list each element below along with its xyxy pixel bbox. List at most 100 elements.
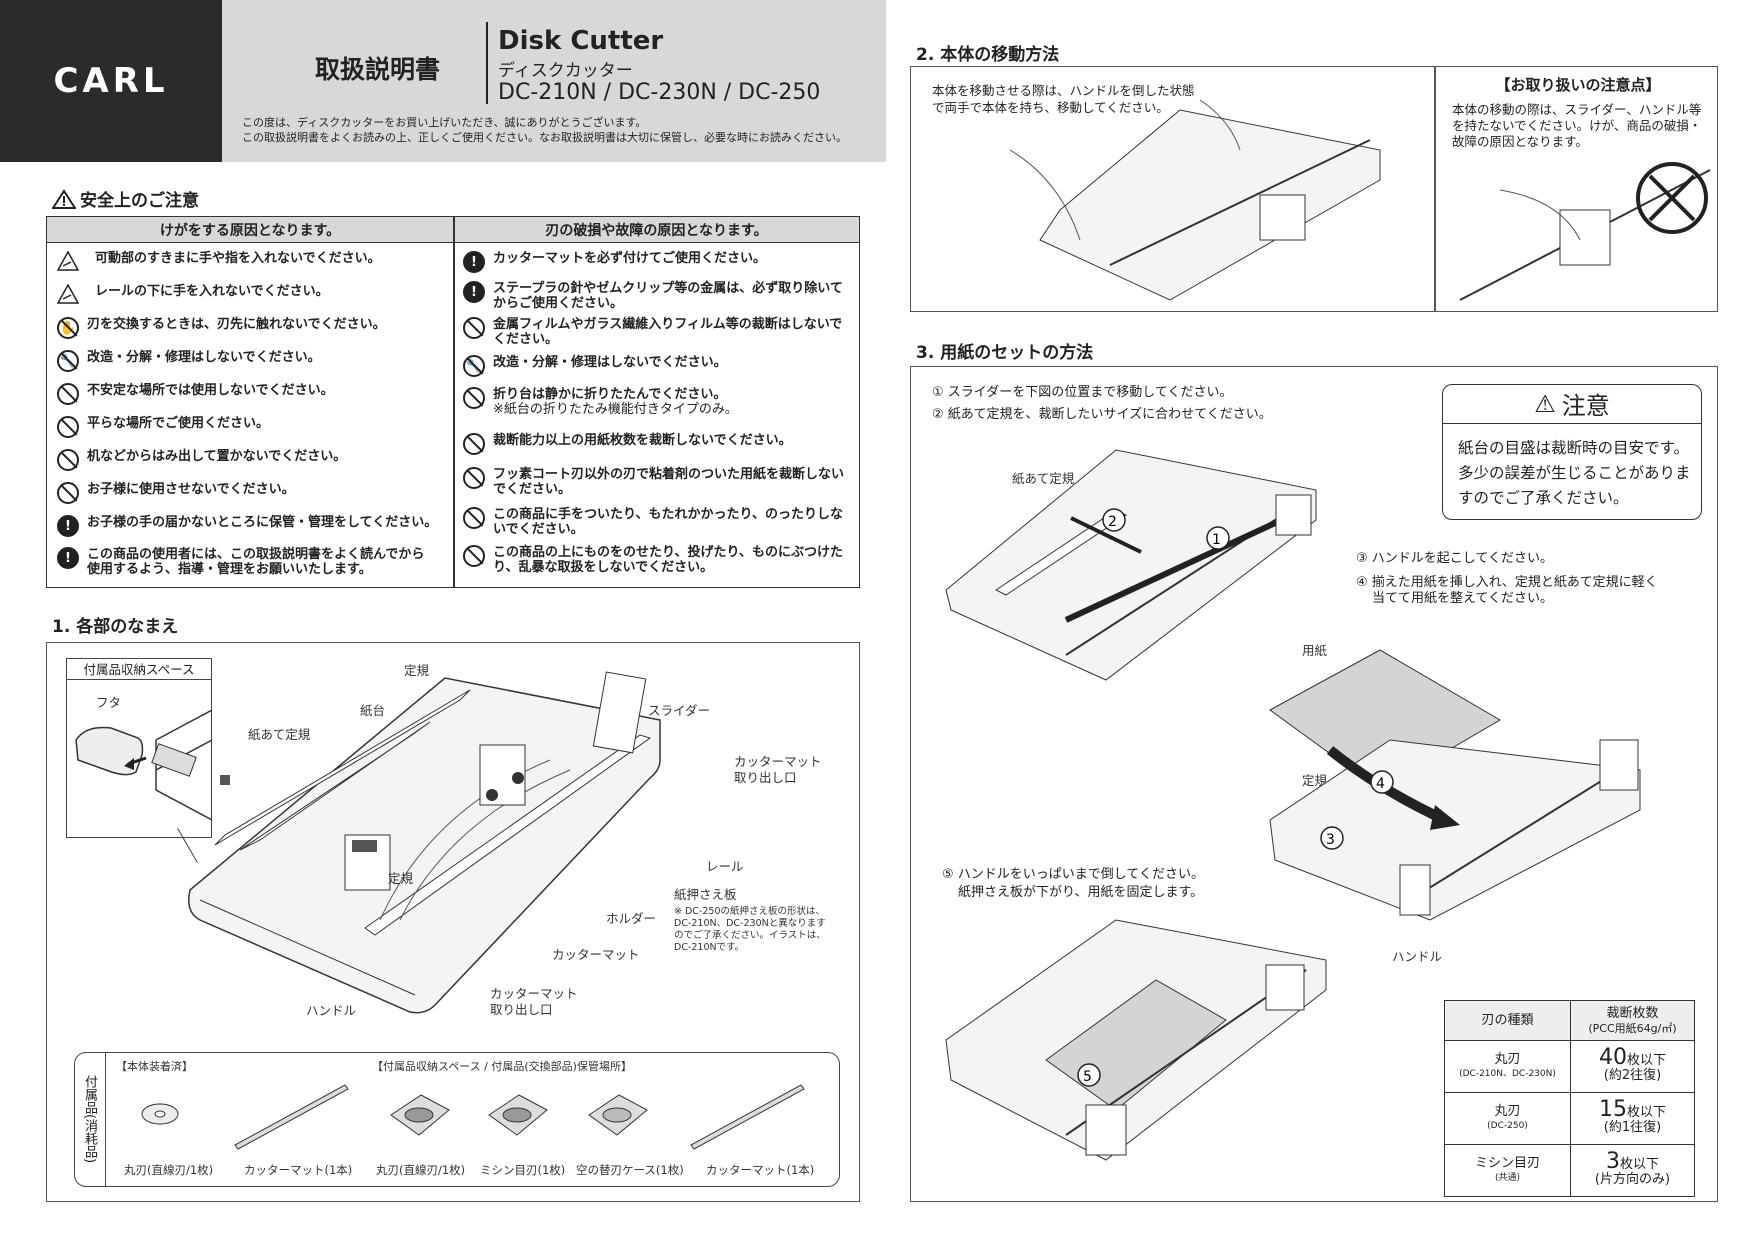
safety-item: !カッターマットを必ず付けてご使用ください。 xyxy=(463,251,766,273)
move-panel xyxy=(910,66,1718,312)
ruler-label: 定規 xyxy=(404,663,430,678)
capacity-row: ミシン目刃(共通) 3枚以下(片方向のみ) xyxy=(1444,1144,1695,1197)
svg-text:2: 2 xyxy=(1108,514,1117,530)
capacity-header: 裁断枚数(PCC用紙64g/㎡) xyxy=(1570,1000,1695,1041)
handle-label: ハンドル xyxy=(1392,949,1443,964)
svg-text:4: 4 xyxy=(1376,776,1385,792)
safety-item: 裁断能力以上の用紙枚数を裁断しないでください。 xyxy=(463,433,792,455)
step-3: ③ ハンドルを起こしてください。 xyxy=(1356,551,1554,566)
cutter-mat-label: カッターマット xyxy=(552,947,640,962)
manual-title: 取扱説明書 xyxy=(315,55,441,84)
disk-cutter-illustration xyxy=(188,671,661,1014)
empty-blade-case-icon xyxy=(588,1094,648,1136)
cutter-mat-icon xyxy=(234,1084,349,1150)
warning-icon xyxy=(52,188,76,209)
blade-type-header: 刃の種類 xyxy=(1444,1000,1571,1041)
svg-text:5: 5 xyxy=(1083,1069,1092,1085)
safety-title: 安全上のご注意 xyxy=(52,186,199,211)
move-title: 2. 本体の移動方法 xyxy=(916,45,1060,65)
accessories-side-label: 付属品(消耗品) xyxy=(74,1052,106,1187)
ruler-label-2: 定規 xyxy=(388,871,414,886)
safety-col-left-header: けがをする原因となります。 xyxy=(47,217,453,243)
mandatory-icon: ! xyxy=(57,547,79,569)
accessory-group-1: 【本体装着済】 xyxy=(116,1060,193,1073)
safety-item: レールの下に手を入れないでください。 xyxy=(57,284,329,306)
handle-label: ハンドル xyxy=(306,1003,357,1018)
caution-title: ⚠注意 xyxy=(1442,384,1702,424)
setup-step-5-illustration: 5 xyxy=(945,919,1327,1161)
prohibited-icon xyxy=(57,482,79,504)
moving-cutter-illustration xyxy=(1009,99,1381,301)
prohibited-icon xyxy=(463,317,485,339)
step-2: ② 紙あて定規を、裁断したいサイズに合わせてください。 xyxy=(932,407,1272,422)
parts-title: 1. 各部のなまえ xyxy=(52,617,179,637)
mandatory-icon: ! xyxy=(463,251,485,273)
paper-guide-label: 紙あて定規 xyxy=(1012,471,1075,486)
pinch-warning-icon xyxy=(57,251,79,271)
safety-item: この商品に手をついたり、もたれかかったり、のったりしないでください。 xyxy=(463,507,848,537)
safety-table: けがをする原因となります。 刃の破損や故障の原因となります。 可動部のすきまに手… xyxy=(46,216,860,588)
prohibited-icon xyxy=(463,545,485,567)
accessory-group-2: 【付属品収納スペース / 付属品(交換部品)保管場所】 xyxy=(372,1060,632,1073)
mandatory-icon: ! xyxy=(57,515,79,537)
setup-step-3-4-illustration: 4 3 xyxy=(1269,649,1641,921)
paper-guide-label: 紙あて定規 xyxy=(248,727,311,742)
cutting-capacity-table: 刃の種類 裁断枚数(PCC用紙64g/㎡) 丸刃(DC-210N、DC-230N… xyxy=(1444,1000,1695,1197)
header-banner xyxy=(222,0,886,162)
accessory-item: カッターマット(1本) xyxy=(244,1163,353,1177)
wrong-handling-illustration xyxy=(1459,162,1711,301)
safety-item: !この商品の使用者には、この取扱説明書をよく読んでから使用するよう、指導・管理を… xyxy=(57,547,437,577)
setup-title: 3. 用紙のセットの方法 xyxy=(916,343,1094,363)
model-note: ※ DC-250の紙押さえ板の形状は、DC-210N、DC-230Nと異なります… xyxy=(674,906,826,953)
prohibited-icon xyxy=(463,467,485,489)
warning-icon: ⚠ xyxy=(1534,389,1556,418)
setup-step-1-2-illustration: 2 1 xyxy=(945,449,1317,681)
no-disassembly-icon: 🔧 xyxy=(463,355,485,377)
handling-caution-title: 【お取り扱いの注意点】 xyxy=(1495,76,1661,94)
move-panel-divider xyxy=(1434,66,1436,312)
inset-title: 付属品収納スペース xyxy=(66,658,212,680)
safety-item: ✋刃を交換するときは、刃先に触れないでください。 xyxy=(57,317,386,339)
step-4a: ④ 揃えた用紙を挿し入れ、定規と紙あて定規に軽く xyxy=(1356,575,1658,590)
header-divider xyxy=(486,22,488,104)
paper-label: 用紙 xyxy=(1302,643,1328,658)
accessory-item: 丸刃(直線刃/1枚) xyxy=(124,1163,214,1177)
pinch-warning-icon xyxy=(57,284,79,304)
step-5b: 紙押さえ板が下がり、用紙を固定します。 xyxy=(958,885,1204,900)
accessory-item: 空の替刃ケース(1枚) xyxy=(576,1163,684,1177)
safety-item: !ステープラの針やゼムクリップ等の金属は、必ず取り除いてからご使用ください。 xyxy=(463,281,848,311)
rail-label: レール xyxy=(706,859,744,874)
clamp-label: 紙押さえ板 xyxy=(674,887,737,902)
step-4b: 当てて用紙を整えてください。 xyxy=(1372,591,1553,606)
accessory-inset-illustration xyxy=(75,709,212,821)
safety-col-right-header: 刃の破損や故障の原因となります。 xyxy=(454,217,859,243)
thanks-text: この度は、ディスクカッターをお買い上げいただき、誠にありがとうございます。 この… xyxy=(242,116,847,144)
safety-item: 金属フィルムやガラス繊維入りフィルム等の裁断はしないでください。 xyxy=(463,317,848,347)
product-name-jp: ディスクカッター xyxy=(498,61,633,81)
prohibited-icon xyxy=(57,416,79,438)
prohibited-icon xyxy=(463,433,485,455)
step-1: ① スライダーを下図の位置まで移動してください。 xyxy=(932,385,1233,400)
parts-panel xyxy=(46,642,860,1202)
safety-item: お子様に使用させないでください。 xyxy=(57,482,295,504)
no-touch-icon: ✋ xyxy=(57,317,79,339)
product-name-en: Disk Cutter xyxy=(498,26,664,56)
caution-box xyxy=(1442,384,1702,520)
paper-table-label: 紙台 xyxy=(360,703,386,718)
safety-item: この商品の上にものをのせたり、投げたり、ものにぶつけたり、乱暴な取扱をしないでく… xyxy=(463,545,848,575)
move-instruction: 本体を移動させる際は、ハンドルを倒した状態で両手で本体を持ち、移動してください。 xyxy=(932,83,1195,115)
mandatory-icon: ! xyxy=(463,281,485,303)
caution-text: 紙台の目盛は裁断時の目安です。多少の誤差が生じることがありますのでご了承ください… xyxy=(1458,439,1691,507)
accessories-box xyxy=(74,1052,840,1187)
setup-panel xyxy=(910,366,1718,1202)
slider-label: スライダー xyxy=(648,703,711,718)
prohibited-icon xyxy=(463,507,485,529)
safety-item: 🔧改造・分解・修理はしないでください。 xyxy=(57,350,321,372)
capacity-row: 丸刃(DC-250) 15枚以下(約1往復) xyxy=(1444,1092,1695,1145)
blade-case-icon xyxy=(390,1094,450,1136)
prohibited-icon xyxy=(463,387,485,409)
svg-text:1: 1 xyxy=(1212,532,1221,548)
perforation-blade-case-icon xyxy=(488,1094,548,1136)
safety-item: 平らな場所でご使用ください。 xyxy=(57,416,269,438)
accessory-item: 丸刃(直線刃/1枚) xyxy=(376,1163,466,1177)
